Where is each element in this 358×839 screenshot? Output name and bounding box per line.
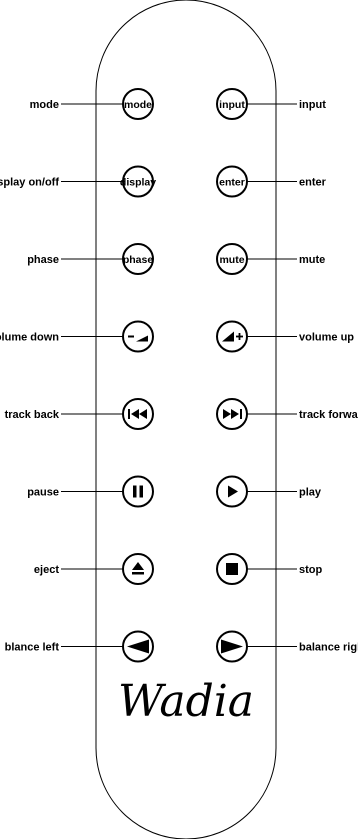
volume-down-button-circle [122,320,154,353]
pause-icon [133,485,143,498]
volume-down-callout-label: volume down [0,332,59,344]
pause-button[interactable] [61,475,154,508]
volume-up-icon [222,331,243,342]
track-forward-button[interactable] [216,398,297,430]
volume-up-callout-label: volume up [299,332,354,344]
track-back-callout-label: track back [5,409,60,421]
phase-button-label: phase [123,254,154,266]
remote-body [95,0,277,839]
arrow-right-icon [221,639,243,654]
enter-button[interactable]: enter [216,165,297,198]
button-rows: mode mode input input display display on/off e… [0,88,358,663]
mute-button-label: mute [219,254,244,266]
eject-callout-label: eject [34,564,59,576]
display-button[interactable]: display [61,165,156,198]
stop-icon [226,563,238,575]
pause-callout-label: pause [27,487,59,499]
input-callout-label: input [299,99,326,111]
eject-button[interactable] [61,553,154,585]
enter-button-circle [216,165,248,198]
play-icon [228,485,238,498]
volume-down-button[interactable] [61,320,154,353]
input-button[interactable]: input [216,88,297,120]
enter-button-label: enter [219,177,245,189]
enter-callout-label: enter [299,177,327,189]
mute-button-circle [216,243,248,275]
play-button[interactable] [216,475,297,508]
skip-back-icon [128,409,147,419]
mode-button[interactable]: mode [61,88,154,120]
eject-icon [132,562,144,575]
mute-callout-label: mute [299,254,325,266]
display-button-label: display [120,177,156,189]
track-back-button[interactable] [61,398,154,430]
mute-button[interactable]: mute [216,243,297,275]
mode-callout-label: mode [30,99,59,111]
display-button-circle [122,165,154,198]
balance-left-callout-label: blance left [5,642,60,654]
brand-logo: Wadia [118,676,254,727]
balance-left-button[interactable] [61,630,154,663]
stop-button[interactable] [216,553,297,585]
arrow-left-icon [127,639,149,654]
phase-button-circle [122,243,154,275]
mode-button-circle [122,88,154,120]
stop-callout-label: stop [299,564,323,576]
pause-button-circle [122,475,154,508]
track-forward-callout-label: track forward [299,409,358,421]
mode-button-label: mode [124,99,152,111]
phase-button[interactable]: phase [61,243,154,275]
volume-up-button[interactable] [216,320,297,353]
skip-forward-icon [223,409,242,419]
balance-right-button[interactable] [216,630,297,663]
display-callout-label: display on/off [0,177,59,189]
balance-right-callout-label: balance right [299,642,358,654]
input-button-circle [216,88,248,120]
play-callout-label: play [299,487,322,499]
volume-down-icon [128,335,148,342]
phase-callout-label: phase [27,254,59,266]
input-button-label: input [219,99,245,111]
